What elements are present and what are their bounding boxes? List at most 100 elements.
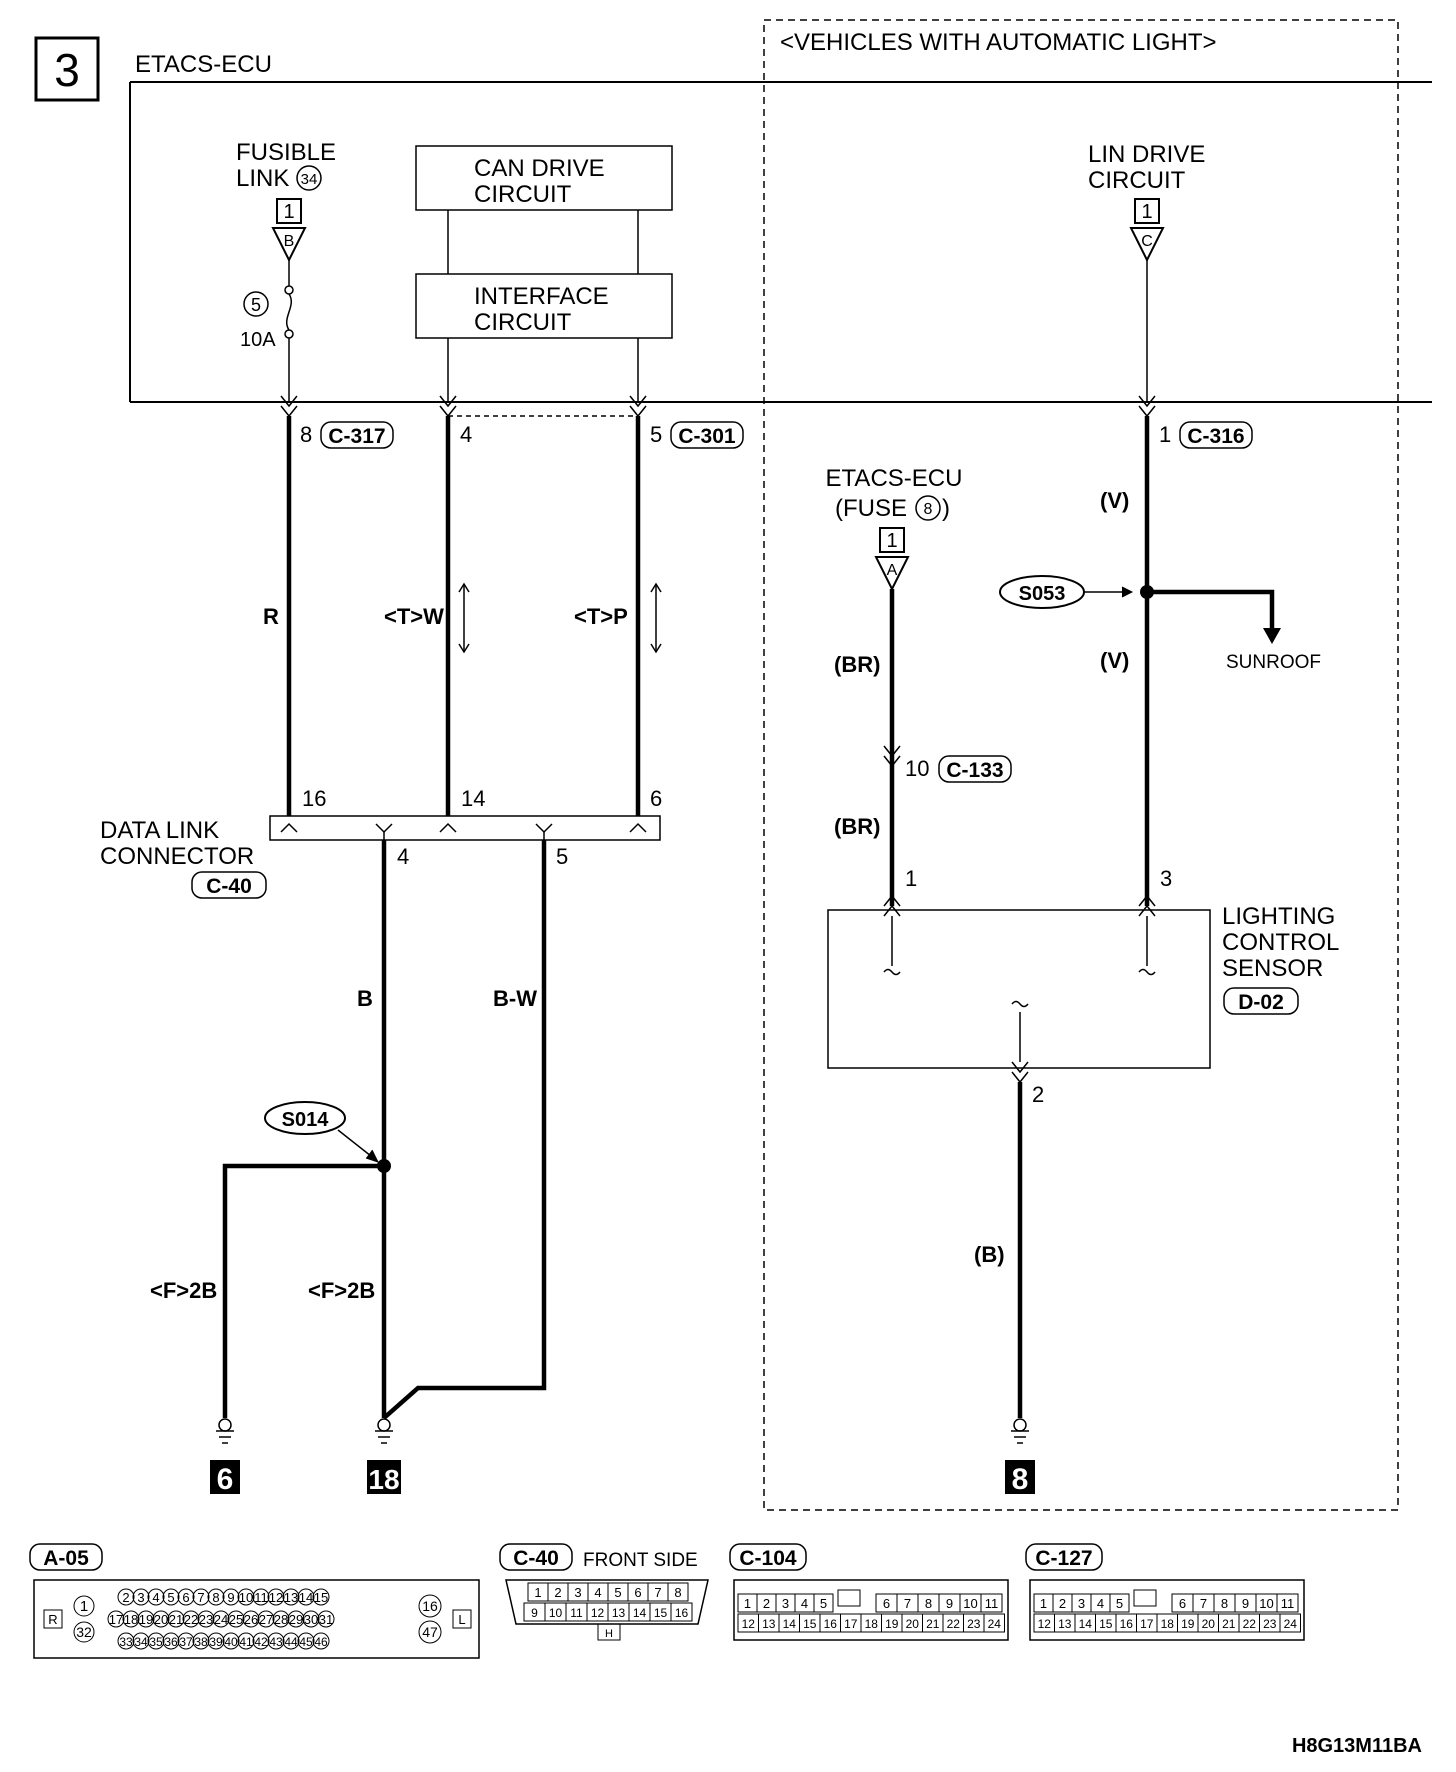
interface-label: INTERFACE [474,283,609,310]
connector-pin-label: 21 [926,1617,940,1631]
connector-code-c40-view-label: C-40 [513,1547,559,1570]
wire-color-r: R [263,604,279,629]
connector-pin [192,1588,210,1606]
connector-c104-face [733,1579,1009,1641]
wire-f2b-branch [222,1163,384,1418]
connector-pin [267,1632,285,1650]
wire-color-f2b: <F>2B [150,1278,217,1303]
connector-pin [132,1588,150,1606]
connector-pin-label: 20 [1202,1617,1216,1631]
connector-pin-label: 34 [134,1635,148,1649]
connector-pin-label: 2 [1059,1596,1066,1611]
wire-color-t-w: <T>W [384,604,444,629]
bidirectional-arrow-icon [650,582,662,654]
connector-pin [73,1621,95,1643]
connector-pin-label: 15 [314,1590,328,1605]
connector-pin-label: 6 [182,1590,189,1605]
arrow-head-icon [1121,586,1134,598]
connector-pin [147,1632,165,1650]
connector-pin-label: 24 [214,1612,228,1627]
connector-pin-label: 11 [570,1606,583,1620]
connector-pin [252,1588,270,1606]
connector-pin-label: 25 [229,1612,243,1627]
wire-color-b: B [357,986,373,1011]
fusible-link-number-circle [296,165,322,191]
connector-pin [222,1588,240,1606]
wire-color-v: (V) [1100,648,1129,673]
connector-pin-label: 5 [820,1596,827,1611]
connector-pin-label: 17 [844,1617,858,1631]
connector-pin-label: 26 [244,1612,258,1627]
connector-pin [312,1588,330,1606]
interface-label-2: CIRCUIT [474,309,572,336]
connector-pin-label: 44 [284,1635,298,1649]
can-drive-label-2: CIRCUIT [474,181,572,208]
ecu-title: ETACS-ECU [135,51,272,78]
data-link-connector-body [269,815,661,841]
connector-pin [177,1632,195,1650]
connector-pin-label: 5 [614,1585,621,1600]
connector-cell [670,1602,693,1622]
connector-pin-label: 24 [988,1617,1002,1631]
ground-point-6 [210,1460,240,1494]
connector-a05-tag-l [452,1609,472,1629]
wire-b-w [382,840,547,1420]
connector-pin [287,1610,305,1628]
connector-pin-label: 21 [169,1612,183,1627]
connector-pin-label: 33 [119,1635,133,1649]
connector-pin [152,1610,170,1628]
connector-code-d02 [1223,987,1299,1015]
connector-pin-label: 47 [422,1624,438,1640]
wire-color-b: (B) [974,1242,1005,1267]
fuse-amperage: 10A [240,329,276,351]
pin-number: 3 [1160,866,1172,891]
pin-number: 6 [650,786,662,811]
connector-pin-label: 14 [1079,1617,1093,1631]
connector-pin-label: 32 [76,1624,92,1640]
ground-icon [375,1418,393,1444]
connector-cell [1109,1593,1130,1613]
connector-pin-label: 2 [122,1590,129,1605]
connector-pin-label: 12 [742,1617,756,1631]
connector-pin [207,1588,225,1606]
box-marker-label: 1 [886,530,897,552]
connector-code-c127 [1025,1543,1103,1571]
connector-pin-label: 37 [179,1635,193,1649]
pin-number: 8 [300,422,312,447]
automatic-light-region [763,19,1399,1511]
ground-point-8 [1005,1460,1035,1494]
etacs-fuse-label-3: ) [942,495,950,522]
connector-code-a05-label: A-05 [43,1547,89,1570]
connector-pin-label: 14 [633,1606,647,1620]
connector-pin-label: 43 [269,1635,283,1649]
pin-number: 10 [905,756,929,781]
lighting-control-sensor-box [827,909,1211,1069]
connector-code-c316 [1179,421,1253,449]
connector-pin-label: 9 [1242,1596,1249,1611]
connector-pin-label: 3 [1078,1596,1085,1611]
connector-pin-label: 16 [675,1606,689,1620]
connector-pin-label: 12 [269,1590,283,1605]
connector-pin-label: 8 [674,1585,681,1600]
connector-c40-face [505,1579,709,1625]
box-marker-label: 1 [1141,201,1152,223]
fuse-element [286,293,292,331]
lcs-label: LIGHTING [1222,903,1335,930]
pin-arrows [280,395,1156,418]
wire-color-t-p: <T>P [574,604,628,629]
connector-pin [257,1610,275,1628]
connector-pin-label: 1 [744,1596,751,1611]
connector-pin [252,1632,270,1650]
connector-pin-label: 13 [612,1606,626,1620]
wire-color-br: (BR) [834,652,880,677]
connector-pin-label: 14 [299,1590,313,1605]
sunroof-label: SUNROOF [1226,652,1321,673]
drawing-code: H8G13M11BA [1292,1735,1422,1757]
connector-pin [117,1632,135,1650]
connector-a05-tag-r-label: R [48,1612,57,1627]
connector-pin-label: 11 [254,1590,268,1605]
